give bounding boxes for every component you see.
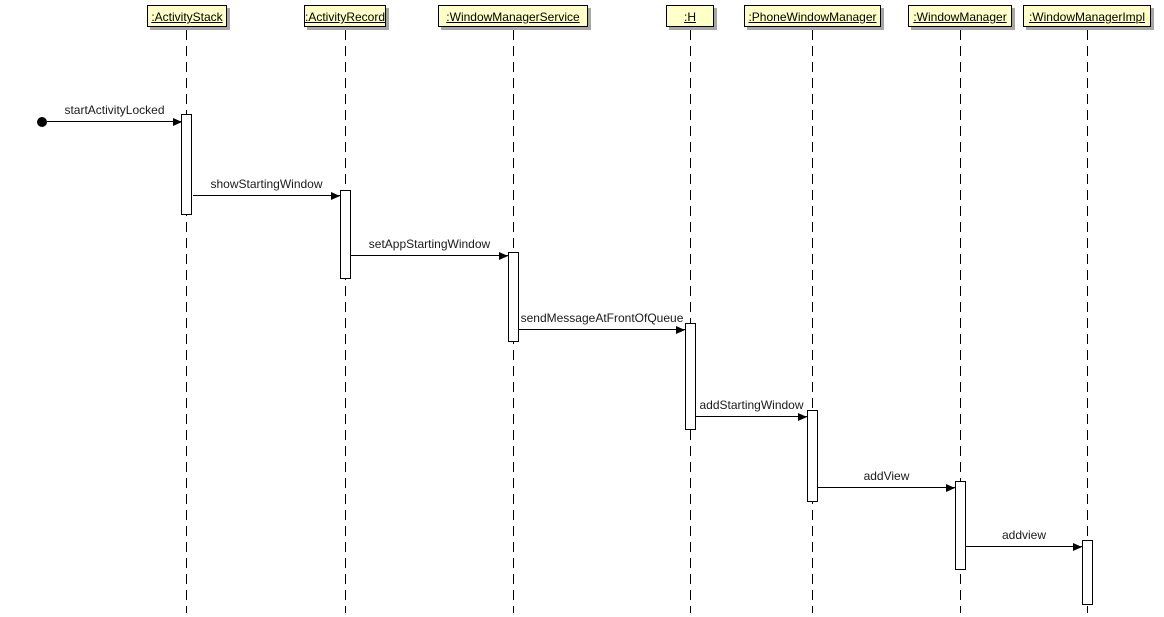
participant-activityrecord: :ActivityRecord: [304, 5, 386, 27]
activation-activityrecord: [340, 190, 351, 279]
participant-windowmanagerservice: :WindowManagerService: [438, 5, 588, 27]
lifeline-windowmanagerimpl: [1087, 30, 1088, 613]
message-label: addview: [1001, 528, 1047, 542]
activation-windowmanagerservice: [508, 252, 519, 342]
message-label: addView: [863, 469, 910, 483]
activation-windowmanagerimpl: [1082, 540, 1093, 605]
arrowhead-icon: [798, 413, 807, 421]
participant-activitystack: :ActivityStack: [147, 5, 227, 27]
initial-node-icon: [37, 117, 47, 127]
activation-phonewindowmanager: [807, 410, 818, 502]
arrowhead-icon: [1073, 543, 1082, 551]
arrowhead-icon: [676, 326, 685, 334]
message-line: [696, 416, 807, 417]
message-label: setAppStartingWindow: [368, 237, 491, 251]
message-label: startActivityLocked: [64, 103, 165, 117]
message-line: [966, 546, 1082, 547]
message-label: addStartingWindow: [699, 398, 804, 412]
message-line: [193, 195, 340, 196]
arrowhead-icon: [173, 118, 182, 126]
participant-windowmanagerimpl: :WindowManagerImpl: [1023, 5, 1151, 27]
participant-h: :H: [666, 5, 714, 27]
lifeline-windowmanager: [960, 30, 961, 613]
activation-activitystack: [181, 114, 192, 215]
participant-windowmanager: :WindowManager: [908, 5, 1012, 27]
message-line: [351, 255, 508, 256]
arrowhead-icon: [499, 252, 508, 260]
arrowhead-icon: [331, 192, 340, 200]
message-label: sendMessageAtFrontOfQueue: [520, 311, 684, 325]
lifeline-activityrecord: [345, 30, 346, 613]
message-label: showStartingWindow: [210, 177, 323, 191]
message-line: [519, 329, 685, 330]
activation-h: [685, 323, 696, 430]
arrowhead-icon: [946, 484, 955, 492]
lifeline-activitystack: [186, 30, 187, 613]
message-line: [818, 487, 955, 488]
participant-phonewindowmanager: :PhoneWindowManager: [744, 5, 881, 27]
message-line: [47, 121, 182, 122]
lifeline-h: [690, 30, 691, 613]
lifeline-phonewindowmanager: [812, 30, 813, 613]
activation-windowmanager: [955, 481, 966, 570]
